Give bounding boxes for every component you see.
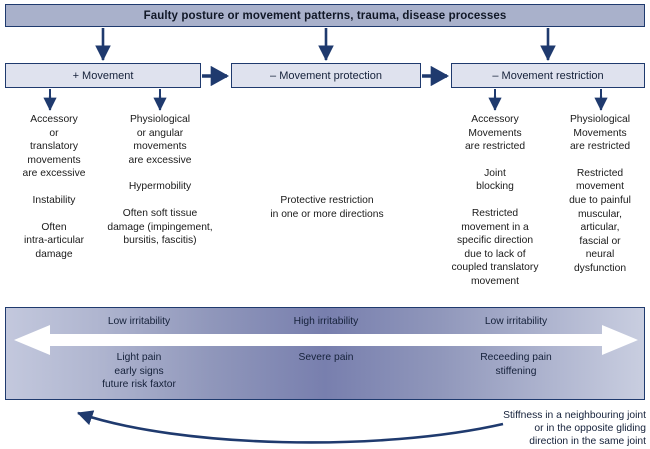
irritability-label-low-left: Low irritability — [107, 316, 171, 327]
right-box-down-arrows — [488, 96, 608, 111]
column-text-group: Hypermobility — [128, 181, 192, 193]
irritability-detail-middle: Severe pain — [298, 352, 354, 363]
title-banner-label: Faulty posture or movement patterns, tra… — [143, 9, 507, 22]
process-box-label: – Movement restriction — [492, 69, 604, 82]
left-box-split-bracket — [49, 89, 161, 96]
title-banner: Faulty posture or movement patterns, tra… — [5, 4, 645, 27]
irritability-gradient-panel: Low irritability High irritability Low i… — [5, 307, 645, 400]
double-headed-arrow-icon — [14, 325, 638, 355]
irritability-top-row: Low irritability High irritability Low i… — [6, 315, 644, 329]
irritability-label-high-middle: High irritability — [293, 316, 359, 327]
process-box-label: – Movement protection — [270, 69, 382, 82]
process-box-plus-movement[interactable]: + Movement — [5, 63, 201, 88]
right-box-split-bracket — [494, 89, 602, 96]
process-box-movement-restriction[interactable]: – Movement restriction — [451, 63, 645, 88]
irritability-label-low-right: Low irritability — [484, 316, 548, 327]
process-box-label: + Movement — [72, 69, 134, 82]
left-box-down-arrows — [43, 96, 167, 111]
process-box-movement-protection[interactable]: – Movement protection — [231, 63, 421, 88]
banner-to-box-arrows — [95, 28, 556, 62]
column-text-group: Instability — [32, 194, 76, 206]
